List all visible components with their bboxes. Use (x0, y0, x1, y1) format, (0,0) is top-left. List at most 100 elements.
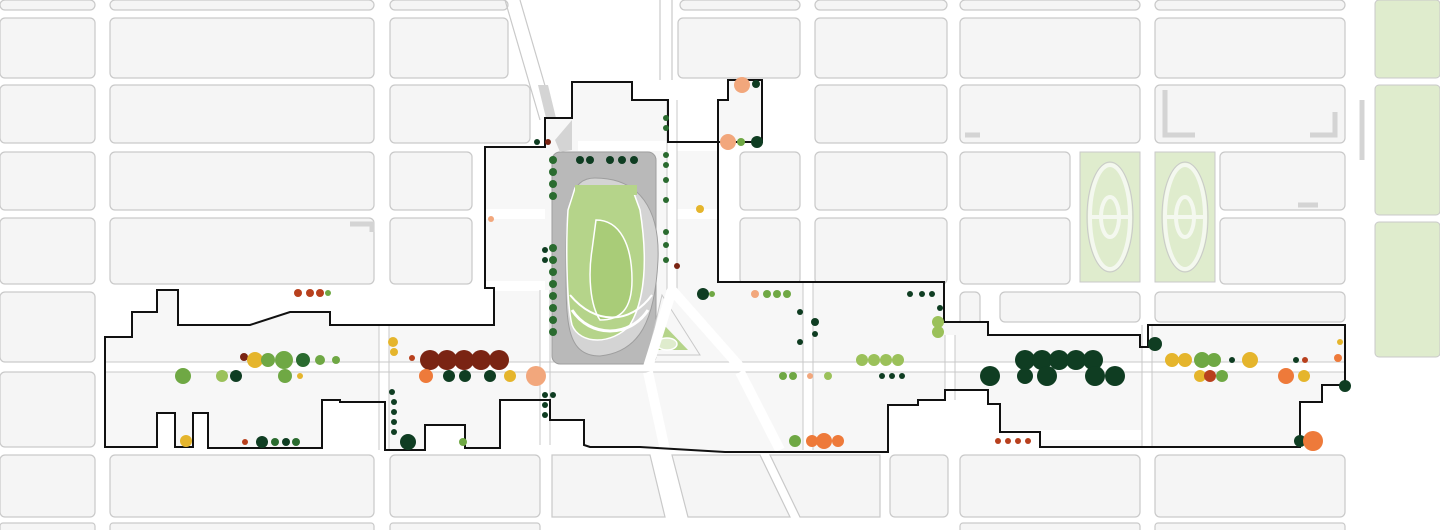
tree-marker (816, 433, 832, 449)
tree-marker (542, 412, 548, 418)
tree-marker (889, 373, 895, 379)
tree-marker (549, 280, 557, 288)
tree-marker (549, 292, 557, 300)
tree-marker (576, 156, 584, 164)
tree-marker (773, 290, 781, 298)
tree-marker (306, 289, 314, 297)
tree-marker (1204, 370, 1216, 382)
tree-marker (391, 429, 397, 435)
tree-marker (696, 205, 704, 213)
tree-marker (1278, 368, 1294, 384)
tree-marker (389, 389, 395, 395)
tree-marker (606, 156, 614, 164)
tree-marker (230, 370, 242, 382)
tree-marker (400, 434, 416, 450)
tree-marker (797, 309, 803, 315)
tree-marker (1017, 368, 1033, 384)
tree-marker (789, 435, 801, 447)
tree-marker (526, 366, 546, 386)
tree-marker (471, 350, 491, 370)
tree-marker (391, 399, 397, 405)
tree-marker (549, 304, 557, 312)
tree-marker (247, 352, 263, 368)
tree-marker (929, 291, 935, 297)
tree-marker (315, 355, 325, 365)
tree-marker (812, 331, 818, 337)
tree-marker (752, 80, 760, 88)
tree-marker (751, 290, 759, 298)
tree-marker (409, 355, 415, 361)
tree-marker (1293, 357, 1299, 363)
tree-marker (1178, 353, 1192, 367)
tree-marker (549, 156, 557, 164)
tree-marker (932, 326, 944, 338)
tree-marker (545, 139, 551, 145)
tree-marker (880, 354, 892, 366)
tree-marker (550, 392, 556, 398)
tree-marker (549, 244, 557, 252)
tree-marker (216, 370, 228, 382)
tree-marker (316, 289, 324, 297)
tree-marker (720, 134, 736, 150)
tree-markers (175, 77, 1351, 451)
tree-marker (459, 438, 467, 446)
tree-marker (180, 435, 192, 447)
tree-marker (294, 289, 302, 297)
central-plaza (538, 85, 785, 453)
city-blocks (0, 0, 1346, 530)
tree-marker (549, 168, 557, 176)
tree-marker (1148, 337, 1162, 351)
tree-marker (549, 192, 557, 200)
tree-marker (297, 373, 303, 379)
tree-marker (1194, 352, 1210, 368)
tree-marker (586, 156, 594, 164)
tree-marker (824, 372, 832, 380)
tree-marker (879, 373, 885, 379)
tree-marker (932, 316, 944, 328)
tree-marker (789, 372, 797, 380)
tree-marker (256, 436, 268, 448)
tree-marker (278, 369, 292, 383)
tree-marker (391, 409, 397, 415)
tree-marker (806, 435, 818, 447)
tree-marker (995, 438, 1001, 444)
tree-marker (779, 372, 787, 380)
tree-marker (437, 350, 457, 370)
tree-marker (484, 370, 496, 382)
tree-marker (697, 288, 709, 300)
tree-marker (1303, 431, 1323, 451)
tree-marker (242, 439, 248, 445)
tree-marker (420, 350, 440, 370)
tree-marker (1302, 357, 1308, 363)
tree-marker (549, 316, 557, 324)
district-boundary (104, 79, 1346, 453)
tree-marker (296, 353, 310, 367)
tree-marker (1165, 353, 1179, 367)
tree-marker (832, 435, 844, 447)
tree-marker (663, 257, 669, 263)
tree-marker (919, 291, 925, 297)
tree-marker (1207, 353, 1221, 367)
tree-marker (459, 370, 471, 382)
tree-marker (811, 318, 819, 326)
tree-marker (390, 348, 398, 356)
tree-marker (980, 366, 1000, 386)
tree-marker (549, 328, 557, 336)
tree-marker (292, 438, 300, 446)
tree-marker (807, 373, 813, 379)
tree-marker (1049, 350, 1069, 370)
tree-marker (391, 419, 397, 425)
tree-marker (763, 290, 771, 298)
tree-marker (275, 351, 293, 369)
tree-marker (489, 350, 509, 370)
tree-marker (1037, 366, 1057, 386)
tree-marker (261, 353, 275, 367)
tree-marker (488, 216, 494, 222)
tree-marker (1216, 370, 1228, 382)
tree-marker (737, 138, 745, 146)
tree-marker (1015, 438, 1021, 444)
tree-marker (709, 291, 715, 297)
tree-marker (1334, 354, 1342, 362)
tree-marker (937, 305, 943, 311)
tree-marker (674, 263, 680, 269)
